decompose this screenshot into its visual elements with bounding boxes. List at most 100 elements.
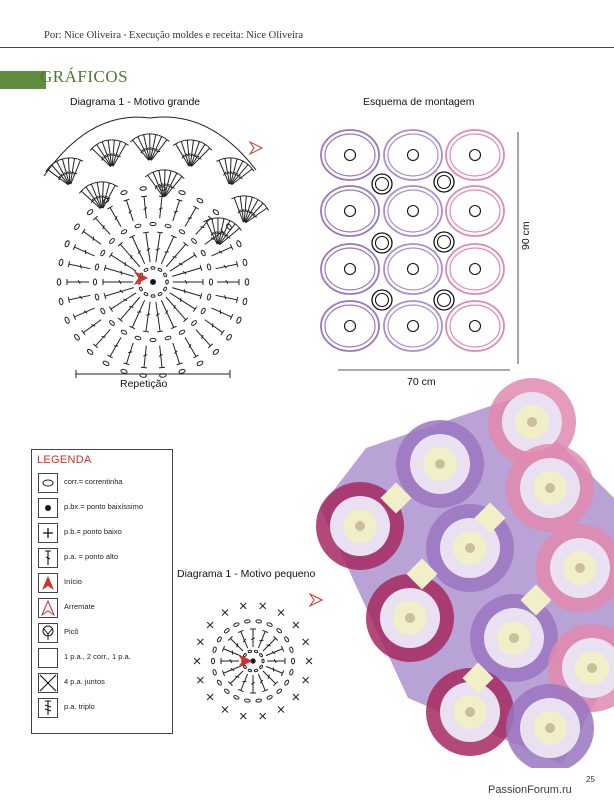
chain-stitch-mark [165,279,169,285]
cross-stitch-mark [221,706,229,713]
stitch-mark [140,149,143,154]
stitch-mark [101,156,104,161]
small-motif-outline [374,176,390,192]
stitch-mark [210,237,215,240]
legend-item: Início [32,571,172,596]
stitch-mark [107,140,113,167]
chain-stitch-mark [58,258,64,267]
motif-center [468,262,482,276]
stitch-mark [58,175,60,181]
rug-motif-hole [405,613,415,623]
chain-stitch-mark [255,698,262,703]
rug-motif-hole [509,633,519,643]
stitch-mark [119,296,141,321]
stitch-mark [231,168,253,186]
stitch-mark [172,200,181,222]
center-dot [150,279,156,285]
height-label: 90 cm [520,221,532,250]
stitch-mark [215,294,238,301]
stitch-mark [154,185,158,190]
stitch-mark [176,198,183,202]
cross-stitch-mark [259,712,267,720]
stitch-mark [61,158,70,185]
stitch-mark [104,267,134,277]
legend-item: 4 p.a. juntos [32,671,172,696]
stitch-mark [221,670,226,677]
stitch-mark [182,270,187,275]
small-motif-outline [371,289,393,311]
rug-motif-hole [465,707,475,717]
large-motif-outline [383,243,443,295]
large-motif-outline [320,243,380,295]
stitch-mark [93,142,100,147]
stitch-mark [210,231,214,236]
stitch-mark [218,223,236,245]
motif-center [406,262,420,276]
stitch-mark [233,197,244,223]
stitch-mark [91,148,111,167]
small-motif-outline [374,292,390,308]
stitch-mark [165,310,169,314]
stitch-mark [157,183,161,188]
chain-stitch-icon [38,473,58,493]
stitch-mark [175,143,190,167]
stitch-mark [186,140,191,167]
stitch-mark [144,173,151,178]
stitch-mark [67,158,71,185]
legend-item: Picô [32,621,172,646]
stitch-mark [266,644,271,647]
stitch-mark [229,244,234,250]
stitch-mark [108,153,113,157]
chain-stitch-mark [255,619,262,624]
small-motif-outline [371,232,393,254]
stitch-mark [158,353,163,357]
chain-stitch-mark [109,320,115,326]
stitch-mark [111,153,116,156]
stitch-mark [158,134,165,139]
stitch-mark [259,679,264,684]
stitch-mark [114,216,118,221]
stitch-mark [225,279,229,285]
stitch-mark [223,665,241,674]
stitch-mark [96,182,103,209]
stitch-mark [224,295,227,300]
legend-item: Arremate [32,596,172,621]
stitch-mark [223,171,227,176]
stitch-mark [83,310,88,314]
stitch-mark [108,306,113,312]
fasten-off-arrow-icon [38,598,58,618]
stitch-mark [123,362,130,366]
stitch-mark [262,688,269,693]
stitch-mark [137,136,150,161]
chain-stitch-mark [74,333,80,341]
chain-stitch-mark [243,653,247,658]
rug-motif-hole [545,723,555,733]
stitch-mark [129,325,136,330]
rug-small-square [380,482,412,514]
watermark: PassionForum.ru [488,784,572,796]
chain-stitch-mark [150,266,156,270]
header-separator: • [123,31,127,40]
chain-stitch-mark [157,267,163,272]
page-number: 25 [586,775,595,784]
stitch-mark [224,158,231,185]
stitch-mark [215,231,220,235]
stitch-mark [101,182,104,209]
motif-center [406,148,420,162]
stitch-mark [164,176,183,197]
legend-item: p.bx.= ponto baixíssimo [32,496,172,521]
stitch-mark [230,667,235,672]
stitch-mark [74,307,95,318]
small-motif-outline [433,231,455,253]
stitch-mark [158,170,165,197]
stitch-mark [193,306,198,312]
stitch-mark [118,279,122,285]
stitch-mark [184,279,188,285]
stitch-mark [109,337,122,357]
stitch-mark [103,264,107,271]
rug-motif-hole [355,521,365,531]
start-arrow-icon [38,573,58,593]
chain-stitch-mark [100,307,106,315]
stitch-mark [110,292,137,310]
stitch-mark [111,140,115,167]
